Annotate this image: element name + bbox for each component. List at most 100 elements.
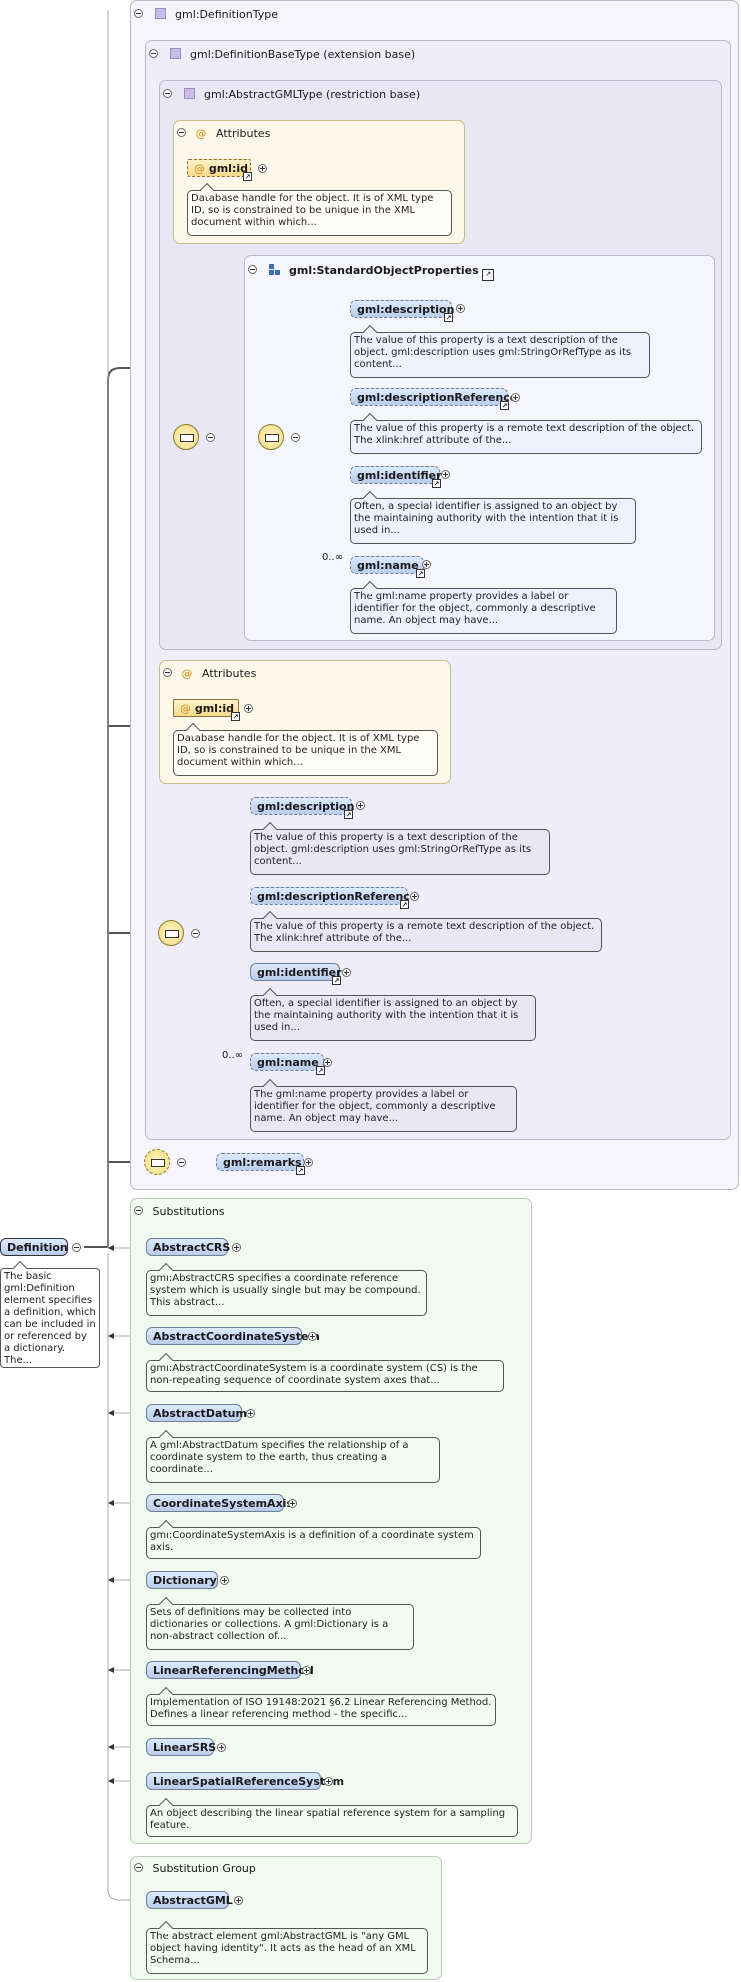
substitution-item-abstract-crs[interactable]: AbstractCRS <box>146 1238 230 1256</box>
inner-description-element[interactable]: gml:description↗ <box>350 300 454 322</box>
expand-icon[interactable] <box>258 164 267 173</box>
gml-id-attribute-2[interactable]: @ gml:id ↗ <box>173 699 240 721</box>
inner-name-doc: The gml:name property provides a label o… <box>350 588 617 634</box>
substitution-doc-linear-referencing-method: Implementation of ISO 19148:2021 §6.2 Li… <box>146 1694 496 1726</box>
substitution-group-header[interactable]: Substitution Group <box>134 1862 256 1875</box>
substitution-item-linear-referencing-method[interactable]: LinearReferencingMethod <box>146 1661 314 1679</box>
collapse-icon[interactable] <box>206 433 215 442</box>
expand-icon[interactable] <box>308 1332 317 1341</box>
description-reference-element[interactable]: gml:descriptionReference↗ <box>250 887 417 909</box>
reference-arrow-icon: ↗ <box>332 976 341 985</box>
substitution-doc-abstract-datum: A gml:AbstractDatum specifies the relati… <box>146 1437 440 1483</box>
attributes-header[interactable]: @ Attributes <box>177 127 270 140</box>
attributes-header-2[interactable]: @ Attributes <box>163 667 256 680</box>
attribute-icon: @ <box>194 162 205 175</box>
reference-arrow-icon: ↗ <box>432 479 441 488</box>
collapse-icon[interactable] <box>163 89 172 98</box>
expand-icon[interactable] <box>244 704 253 713</box>
abstract-gml-type-header[interactable]: gml:AbstractGMLType (restriction base) <box>163 88 420 101</box>
collapse-icon[interactable] <box>191 929 200 938</box>
expand-icon[interactable] <box>220 1576 229 1585</box>
reference-arrow-icon: ↗ <box>416 569 425 578</box>
identifier-element[interactable]: gml:identifier↗ <box>250 963 342 985</box>
name-doc: The gml:name property provides a label o… <box>250 1086 517 1132</box>
substitution-doc-abstract-crs: gml:AbstractCRS specifies a coordinate r… <box>146 1270 427 1316</box>
gml-id-doc: Database handle for the object. It is of… <box>187 190 452 236</box>
expand-icon[interactable] <box>356 801 365 810</box>
expand-icon[interactable] <box>246 1409 255 1418</box>
definition-base-type-header[interactable]: gml:DefinitionBaseType (extension base) <box>149 48 415 61</box>
inner-description-doc: The value of this property is a text des… <box>350 332 650 378</box>
expand-icon[interactable] <box>323 1058 332 1067</box>
substitution-group-abstract-gml-doc: The abstract element gml:AbstractGML is … <box>146 1928 428 1974</box>
sequence-compositor-icon[interactable] <box>144 1149 170 1175</box>
expand-icon[interactable] <box>217 1743 226 1752</box>
collapse-icon[interactable] <box>248 265 257 274</box>
substitution-item-abstract-datum[interactable]: AbstractDatum <box>146 1404 247 1422</box>
description-element[interactable]: gml:description↗ <box>250 797 354 819</box>
inner-description-reference-element[interactable]: gml:descriptionReference↗ <box>350 388 517 410</box>
expand-icon[interactable] <box>288 1499 297 1508</box>
expand-icon[interactable] <box>234 1896 243 1905</box>
definition-doc: The basic gml:Definition element specifi… <box>0 1268 100 1368</box>
expand-icon[interactable] <box>511 393 520 402</box>
substitution-group-abstract-gml[interactable]: AbstractGML <box>146 1891 233 1909</box>
name-element[interactable]: gml:name↗ <box>250 1053 325 1075</box>
complex-type-icon <box>183 88 195 99</box>
substitution-item-linear-srs[interactable]: LinearSRS <box>146 1738 216 1756</box>
substitutions-header[interactable]: Substitutions <box>134 1205 225 1218</box>
substitution-doc-abstract-coordinate-system: gml:AbstractCoordinateSystem is a coordi… <box>146 1360 504 1392</box>
reference-arrow-icon: ↗ <box>243 172 252 181</box>
expand-icon[interactable] <box>304 1158 313 1167</box>
expand-icon[interactable] <box>422 560 431 569</box>
expand-icon[interactable] <box>441 470 450 479</box>
substitution-item-coordinate-system-axis[interactable]: CoordinateSystemAxis <box>146 1494 293 1512</box>
group-icon <box>268 264 280 275</box>
reference-arrow-icon: ↗ <box>296 1166 305 1175</box>
expand-icon[interactable] <box>342 968 351 977</box>
inner-identifier-element[interactable]: gml:identifier↗ <box>350 466 442 488</box>
standard-object-properties-title: gml:StandardObjectProperties <box>289 264 479 277</box>
inner-description-reference-doc: The value of this property is a remote t… <box>350 420 702 454</box>
substitution-item-abstract-coordinate-system[interactable]: AbstractCoordinateSystem <box>146 1327 320 1345</box>
substitution-item-dictionary[interactable]: Dictionary <box>146 1571 218 1589</box>
expand-icon[interactable] <box>232 1243 241 1252</box>
sequence-compositor-icon[interactable] <box>173 424 199 450</box>
sequence-compositor-icon[interactable] <box>258 424 284 450</box>
substitution-item-linear-spatial-reference-system[interactable]: LinearSpatialReferenceSystem <box>146 1772 344 1790</box>
collapse-icon[interactable] <box>177 1158 186 1167</box>
reference-arrow-icon: ↗ <box>344 810 353 819</box>
attributes-title: Attributes <box>202 667 257 680</box>
expand-icon[interactable] <box>410 892 419 901</box>
collapse-icon[interactable] <box>163 668 172 677</box>
collapse-icon[interactable] <box>149 49 158 58</box>
definition-element[interactable]: Definition <box>0 1238 68 1256</box>
expand-icon[interactable] <box>324 1777 333 1786</box>
occurrence-label: 0..∞ <box>222 1050 244 1061</box>
reference-arrow-icon: ↗ <box>400 900 409 909</box>
definition-type-header[interactable]: gml:DefinitionType <box>134 8 278 21</box>
gml-id-attribute[interactable]: @ gml:id ↗ <box>187 159 252 181</box>
collapse-icon[interactable] <box>291 433 300 442</box>
collapse-icon[interactable] <box>72 1243 81 1252</box>
expand-icon[interactable] <box>456 304 465 313</box>
expand-icon[interactable] <box>302 1666 311 1675</box>
standard-object-properties-header[interactable]: gml:StandardObjectProperties ↗ <box>248 264 495 281</box>
inner-name-element[interactable]: gml:name↗ <box>350 556 425 578</box>
description-doc: The value of this property is a text des… <box>250 829 550 875</box>
reference-arrow-icon: ↗ <box>482 269 495 281</box>
complex-type-icon <box>169 48 181 59</box>
collapse-icon[interactable] <box>134 9 143 18</box>
reference-arrow-icon: ↗ <box>316 1066 325 1075</box>
collapse-icon[interactable] <box>134 1863 143 1872</box>
substitutions-title: Substitutions <box>152 1205 225 1218</box>
substitution-doc-dictionary: Sets of definitions may be collected int… <box>146 1604 414 1650</box>
remarks-element[interactable]: gml:remarks↗ <box>216 1153 305 1175</box>
collapse-icon[interactable] <box>134 1206 143 1215</box>
collapse-icon[interactable] <box>177 128 186 137</box>
attribute-icon: @ <box>181 667 193 680</box>
substitution-group-title: Substitution Group <box>152 1862 256 1875</box>
sequence-compositor-icon[interactable] <box>158 920 184 946</box>
substitution-doc-coordinate-system-axis: gml:CoordinateSystemAxis is a definition… <box>146 1527 481 1559</box>
abstract-gml-type-title: gml:AbstractGMLType (restriction base) <box>204 88 421 101</box>
